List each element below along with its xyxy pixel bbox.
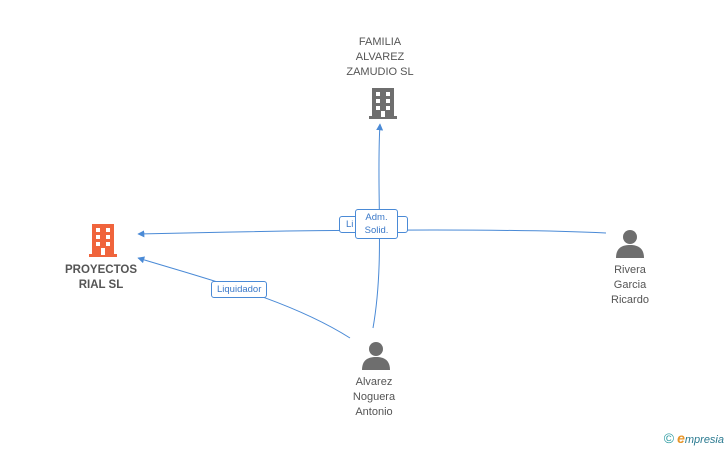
edge-alvarez-proyectos bbox=[137, 256, 351, 339]
node-alvarez-line-3: Antonio bbox=[355, 406, 393, 418]
copyright-icon: © bbox=[663, 430, 675, 446]
edge-label-adm-solid: Adm. Solid. bbox=[355, 209, 398, 239]
node-familia-line-1: FAMILIA bbox=[358, 36, 402, 48]
node-alvarez-label: Alvarez Noguera Antonio bbox=[334, 375, 414, 420]
brand-rest: mpresia bbox=[684, 434, 724, 446]
node-alvarez-line-1: Alvarez bbox=[355, 376, 393, 388]
node-proyectos-line-1: PROYECTOS bbox=[65, 264, 137, 276]
node-familia-line-3: ZAMUDIO SL bbox=[346, 66, 414, 78]
node-familia-line-2: ALVAREZ bbox=[355, 51, 405, 63]
empresia-watermark[interactable]: ©empresia bbox=[664, 430, 724, 446]
building-icon[interactable] bbox=[86, 222, 120, 258]
node-proyectos-label: PROYECTOS RIAL SL bbox=[51, 263, 151, 293]
edge-label-li-text: Li bbox=[346, 219, 354, 230]
building-icon[interactable] bbox=[366, 86, 400, 120]
brand-e: e bbox=[677, 430, 685, 446]
node-rivera-line-1: Rivera bbox=[614, 264, 646, 276]
person-icon[interactable] bbox=[614, 228, 646, 258]
node-rivera-line-2: Garcia bbox=[613, 279, 647, 291]
edge-label-adm-line-2: Solid. bbox=[364, 225, 389, 236]
node-rivera-label: Rivera Garcia Ricardo bbox=[590, 263, 670, 308]
person-icon[interactable] bbox=[360, 340, 392, 370]
node-rivera-line-3: Ricardo bbox=[611, 294, 649, 306]
node-familia-label: FAMILIA ALVAREZ ZAMUDIO SL bbox=[330, 35, 430, 80]
node-alvarez-line-2: Noguera bbox=[352, 391, 396, 403]
node-proyectos-line-2: RIAL SL bbox=[78, 279, 124, 291]
edge-label-liquidador-text: Liquidador bbox=[217, 284, 262, 295]
edge-label-liquidador: Liquidador bbox=[211, 281, 268, 298]
edge-label-adm-line-1: Adm. bbox=[365, 212, 388, 223]
